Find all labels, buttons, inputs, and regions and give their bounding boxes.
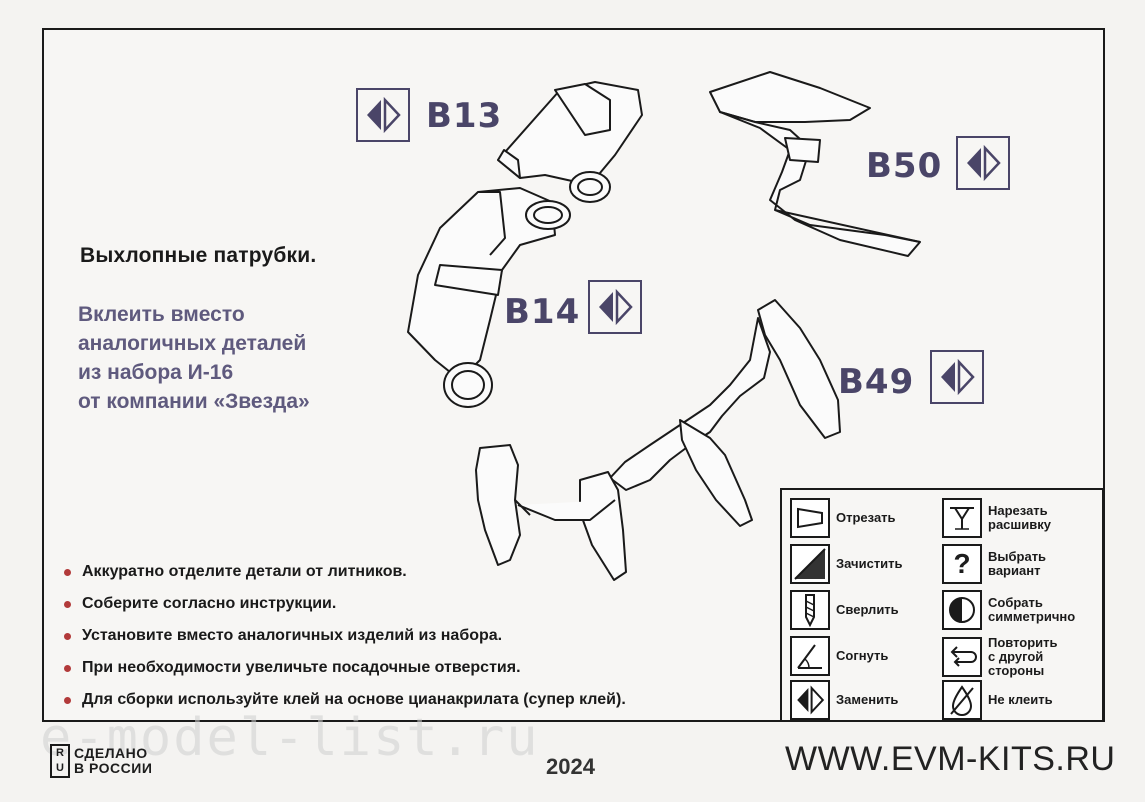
replacement-note: Вклеить вместо аналогичных деталей из на… [78, 300, 398, 416]
note-line: от компании «Звезда» [78, 390, 310, 413]
instruction-item: Аккуратно отделите детали от литников. [62, 556, 626, 588]
part-b14-drawing [407, 187, 571, 408]
sanding-icon [790, 544, 830, 584]
instruction-item: Соберите согласно инструкции. [62, 588, 626, 620]
label-b49: B49 [838, 362, 915, 402]
legend-drill: Сверлить [790, 590, 899, 630]
replace-icon [588, 280, 642, 334]
year: 2024 [546, 754, 595, 779]
half-circle-icon [942, 590, 982, 630]
note-line: Вклеить вместо [78, 303, 245, 326]
replace-icon [930, 350, 984, 404]
website-url: WWW.EVM-KITS.RU [785, 740, 1116, 778]
symbol-legend: Отрезать Зачистить Сверлить Согнуть Заме… [780, 488, 1104, 722]
exhaust-parts-drawing [407, 71, 921, 581]
instruction-item: При необходимости увеличьте посадочные о… [62, 652, 626, 684]
no-glue-icon [942, 680, 982, 720]
bend-icon [790, 636, 830, 676]
label-b14: B14 [504, 292, 581, 332]
scribe-icon [942, 498, 982, 538]
question-icon: ? [942, 544, 982, 584]
drill-icon [790, 590, 830, 630]
instruction-item: Для сборки используйте клей на основе ци… [62, 684, 626, 716]
legend-bend: Согнуть [790, 636, 888, 676]
note-line: аналогичных деталей [78, 332, 307, 355]
replace-icon [790, 680, 830, 720]
part-b50-drawing [709, 71, 921, 257]
note-line: из набора И-16 [78, 361, 234, 384]
part-b13-drawing [497, 81, 643, 203]
replace-icon [956, 136, 1010, 190]
watermark: e-model-list.ru [40, 708, 540, 768]
instruction-list: Аккуратно отделите детали от литников. С… [62, 556, 626, 716]
cut-icon [790, 498, 830, 538]
instruction-item: Установите вместо аналогичных изделий из… [62, 620, 626, 652]
repeat-arrows-icon [942, 637, 982, 677]
legend-cut: Отрезать [790, 498, 896, 538]
page-title: Выхлопные патрубки. [80, 244, 317, 267]
legend-noglue: Не клеить [942, 680, 1053, 720]
part-b49-drawing [475, 299, 841, 581]
label-b50: B50 [866, 146, 943, 186]
legend-clean: Зачистить [790, 544, 903, 584]
replace-icon [356, 88, 410, 142]
label-b13: B13 [426, 96, 503, 136]
legend-replace: Заменить [790, 680, 898, 720]
